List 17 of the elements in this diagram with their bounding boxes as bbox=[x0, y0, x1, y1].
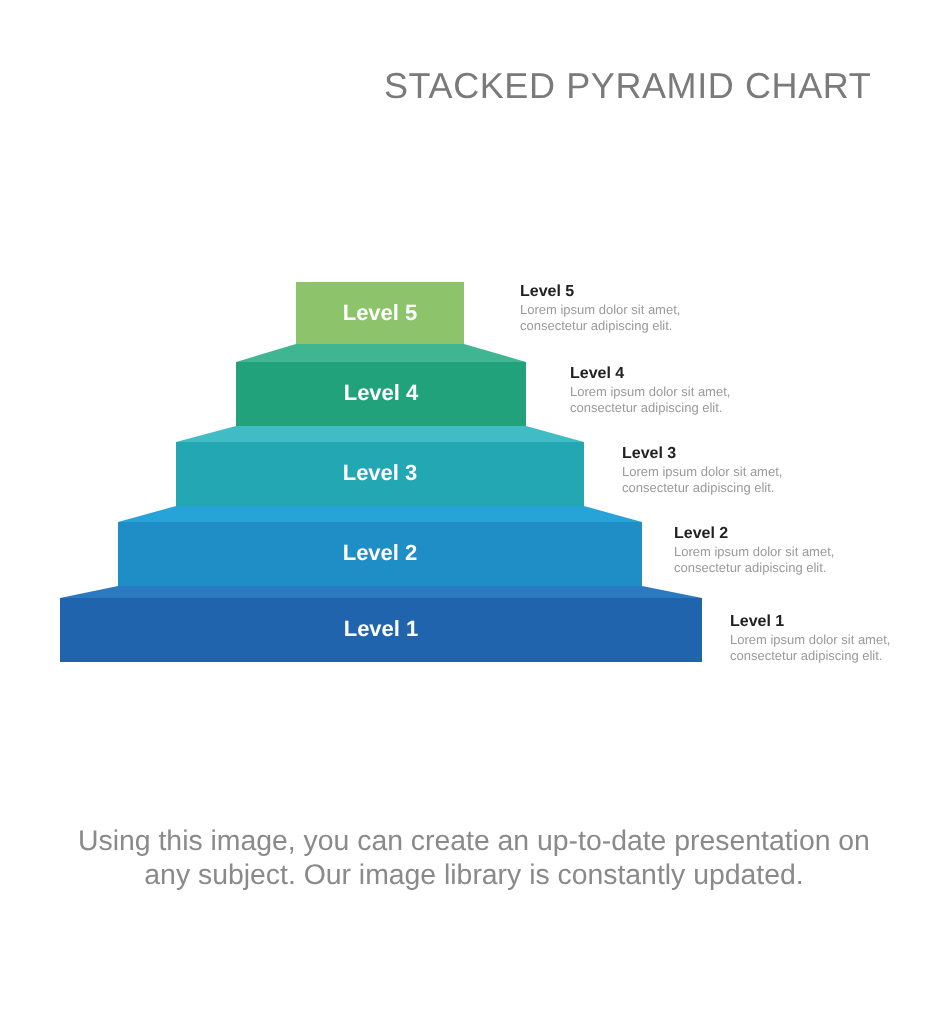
step-heading: Level 5 bbox=[520, 282, 575, 302]
step-label: Level 2 bbox=[342, 541, 418, 567]
pyramid-step bbox=[296, 282, 464, 346]
step-heading: Level 1 bbox=[730, 612, 785, 632]
pyramid-step bbox=[236, 344, 526, 426]
chart-title: STACKED PYRAMID CHART bbox=[384, 64, 872, 108]
pyramid-step bbox=[118, 506, 642, 586]
step-heading: Level 4 bbox=[570, 364, 625, 384]
step-heading: Level 3 bbox=[622, 444, 677, 464]
step-label: Level 4 bbox=[343, 381, 419, 407]
pyramid-step bbox=[60, 586, 702, 662]
pyramid-step bbox=[176, 426, 584, 506]
caption-text: Using this image, you can create an up-to-date presentation on any subject. Our image library is constantly updated. bbox=[76, 826, 872, 894]
step-label: Level 3 bbox=[342, 461, 418, 487]
step-label: Level 1 bbox=[343, 617, 419, 643]
step-heading: Level 2 bbox=[674, 524, 729, 544]
step-label: Level 5 bbox=[342, 301, 418, 327]
